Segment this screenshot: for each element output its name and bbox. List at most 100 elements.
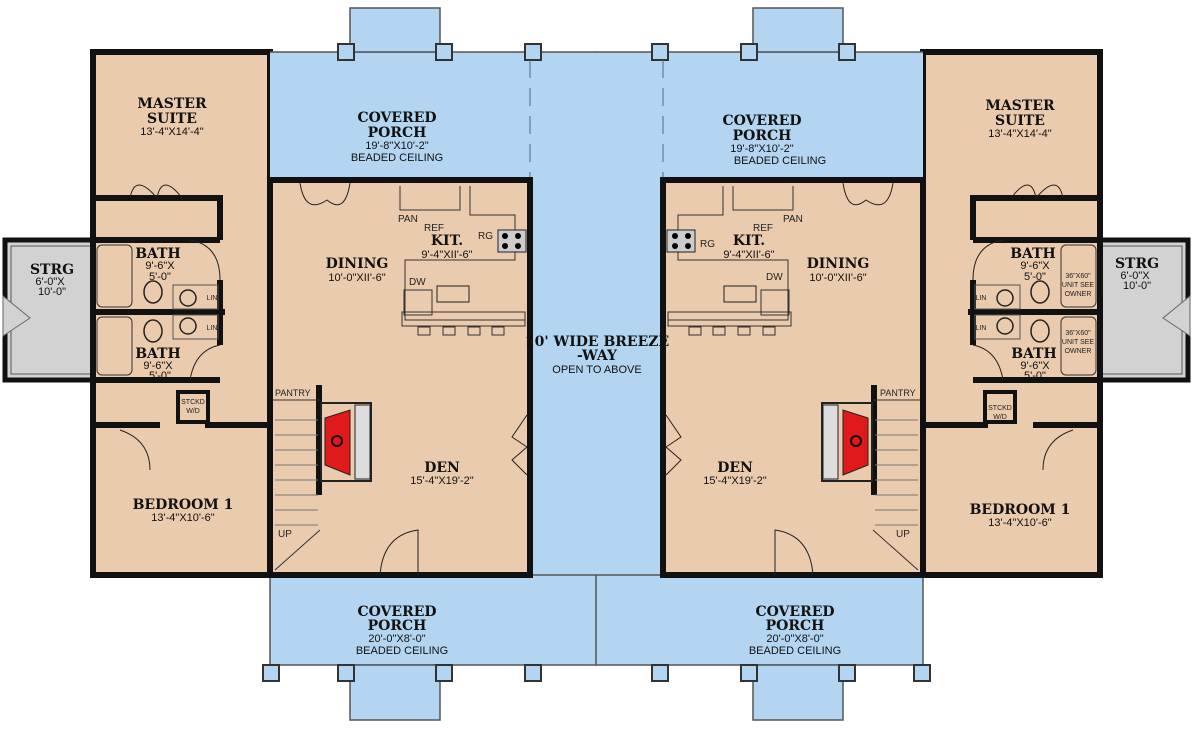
left-fixture-labels: PAN REF RG DW LIN LIN PANTRY UP STCKD W/… (181, 214, 493, 540)
svg-text:5'-0": 5'-0" (1024, 271, 1046, 283)
svg-text:STCKD: STCKD (988, 405, 1012, 412)
left-bath-2: BATH 9'-6"X 5'-0" (135, 346, 181, 382)
left-dining: DINING 10'-0"XII'-6" (326, 256, 389, 284)
svg-text:19'-8"X10'-2": 19'-8"X10'-2" (730, 143, 793, 155)
svg-text:PORCH: PORCH (733, 128, 792, 144)
svg-text:DEN: DEN (717, 460, 753, 476)
svg-text:9'-6"X: 9'-6"X (1020, 260, 1050, 272)
svg-text:6'-0"X: 6'-0"X (35, 276, 65, 288)
porch-bottom-left: COVERED PORCH 20'-0"X8'-0" BEADED CEILIN… (356, 604, 448, 657)
right-storage: STRG 6'-0"X 10'-0" (1115, 256, 1159, 292)
svg-text:5'-0": 5'-0" (149, 370, 171, 382)
svg-text:PORCH: PORCH (368, 125, 427, 141)
svg-text:BATH: BATH (1011, 346, 1057, 362)
svg-text:9'-4"XII'-6": 9'-4"XII'-6" (723, 249, 774, 261)
svg-text:LIN: LIN (207, 325, 218, 332)
svg-text:13'-4"X10'-6": 13'-4"X10'-6" (151, 512, 214, 524)
svg-text:DEN: DEN (424, 460, 460, 476)
svg-text:STRG: STRG (1115, 256, 1159, 272)
svg-text:BEDROOM 1: BEDROOM 1 (133, 497, 234, 513)
right-bath-2: BATH 9'-6"X 5'-0" (1011, 346, 1057, 382)
svg-text:15'-4"X19'-2": 15'-4"X19'-2" (703, 475, 766, 487)
right-bath-1: BATH 9'-6"X 5'-0" (1010, 246, 1056, 283)
svg-text:DW: DW (409, 277, 426, 288)
breezeway-note: OPEN TO ABOVE (552, 364, 641, 376)
svg-text:UNIT SEE: UNIT SEE (1062, 282, 1094, 289)
svg-text:9'-4"XII'-6": 9'-4"XII'-6" (421, 249, 472, 261)
right-bedroom-1: BEDROOM 1 13'-4"X10'-6" (970, 502, 1071, 529)
svg-text:W/D: W/D (186, 408, 200, 415)
svg-text:PORCH: PORCH (368, 618, 427, 634)
svg-text:PANTRY: PANTRY (880, 388, 916, 398)
left-storage: STRG 6'-0"X 10'-0" (30, 262, 74, 298)
svg-text:BATH: BATH (135, 246, 181, 262)
svg-text:10'-0": 10'-0" (38, 286, 66, 298)
svg-text:15'-4"X19'-2": 15'-4"X19'-2" (410, 475, 473, 487)
left-bath-1: BATH 9'-6"X 5'-0" (135, 246, 181, 283)
svg-text:STRG: STRG (30, 262, 74, 278)
svg-text:PANTRY: PANTRY (275, 388, 311, 398)
left-den: DEN 15'-4"X19'-2" (410, 460, 473, 487)
left-bedroom-1: BEDROOM 1 13'-4"X10'-6" (133, 497, 234, 524)
svg-text:20'-0"X8'-0": 20'-0"X8'-0" (766, 633, 823, 645)
svg-text:DINING: DINING (326, 256, 389, 272)
right-fixture-labels: PAN REF RG DW LIN LIN PANTRY UP STCKD W/… (700, 214, 1012, 540)
svg-text:RG: RG (478, 231, 493, 242)
svg-text:PORCH: PORCH (766, 618, 825, 634)
svg-text:KIT.: KIT. (733, 233, 765, 249)
svg-text:BEADED CEILING: BEADED CEILING (356, 645, 448, 657)
svg-text:MASTER: MASTER (137, 96, 207, 112)
svg-text:SUITE: SUITE (995, 113, 1045, 129)
svg-text:OWNER: OWNER (1065, 348, 1092, 355)
svg-text:BEADED CEILING: BEADED CEILING (351, 152, 443, 164)
svg-text:BATH: BATH (135, 346, 181, 362)
porch-top-left: COVERED PORCH 19'-8"X10'-2" BEADED CEILI… (351, 110, 443, 164)
left-unit-plan (3, 8, 597, 720)
svg-text:5'-0": 5'-0" (149, 271, 171, 283)
svg-text:STCKD: STCKD (181, 399, 205, 406)
svg-text:9'-6"X: 9'-6"X (145, 260, 175, 272)
svg-text:COVERED: COVERED (755, 604, 834, 620)
svg-text:LIN: LIN (207, 295, 218, 302)
svg-text:BATH: BATH (1010, 246, 1056, 262)
svg-text:BEADED CEILING: BEADED CEILING (734, 155, 826, 167)
svg-text:9'-6"X: 9'-6"X (1020, 360, 1050, 372)
svg-text:SUITE: SUITE (147, 111, 197, 127)
svg-text:DW: DW (766, 272, 783, 283)
svg-text:13'-4"X14'-4": 13'-4"X14'-4" (988, 128, 1051, 140)
svg-text:PAN: PAN (783, 214, 803, 225)
svg-text:UP: UP (896, 529, 910, 540)
right-unit-plan (596, 8, 1190, 720)
svg-text:10'-0": 10'-0" (1123, 280, 1151, 292)
breezeway-title-2: -WAY (577, 348, 618, 364)
svg-text:BEDROOM 1: BEDROOM 1 (970, 502, 1071, 518)
svg-text:UP: UP (278, 529, 292, 540)
svg-text:PAN: PAN (398, 214, 418, 225)
svg-text:W/D: W/D (993, 414, 1007, 421)
svg-text:DINING: DINING (807, 256, 870, 272)
svg-text:36"X60": 36"X60" (1065, 330, 1091, 337)
svg-text:UNIT SEE: UNIT SEE (1062, 339, 1094, 346)
svg-text:MASTER: MASTER (985, 98, 1055, 114)
svg-text:20'-0"X8'-0": 20'-0"X8'-0" (368, 633, 425, 645)
left-master-suite: MASTER SUITE 13'-4"X14'-4" (137, 96, 207, 138)
svg-text:13'-4"X10'-6": 13'-4"X10'-6" (988, 517, 1051, 529)
porch-top-right: COVERED PORCH 19'-8"X10'-2" BEADED CEILI… (722, 113, 826, 167)
porch-bottom-right: COVERED PORCH 20'-0"X8'-0" BEADED CEILIN… (749, 604, 841, 657)
svg-text:KIT.: KIT. (431, 233, 463, 249)
right-master-suite: MASTER SUITE 13'-4"X14'-4" (985, 98, 1055, 140)
svg-text:COVERED: COVERED (357, 110, 436, 126)
svg-text:COVERED: COVERED (722, 113, 801, 129)
svg-text:LIN: LIN (976, 325, 987, 332)
breezeway-title: 10' WIDE BREEZE (525, 334, 669, 350)
svg-text:36"X60": 36"X60" (1065, 273, 1091, 280)
svg-text:REF: REF (753, 223, 773, 234)
svg-text:5'-0": 5'-0" (1024, 370, 1046, 382)
svg-text:OWNER: OWNER (1065, 291, 1092, 298)
svg-text:10'-0"XII'-6": 10'-0"XII'-6" (328, 272, 385, 284)
svg-text:6'-0"X: 6'-0"X (1120, 270, 1150, 282)
right-dining: DINING 10'-0"XII'-6" (807, 256, 870, 284)
left-kitchen: KIT. 9'-4"XII'-6" (421, 233, 472, 261)
svg-text:RG: RG (700, 239, 715, 250)
